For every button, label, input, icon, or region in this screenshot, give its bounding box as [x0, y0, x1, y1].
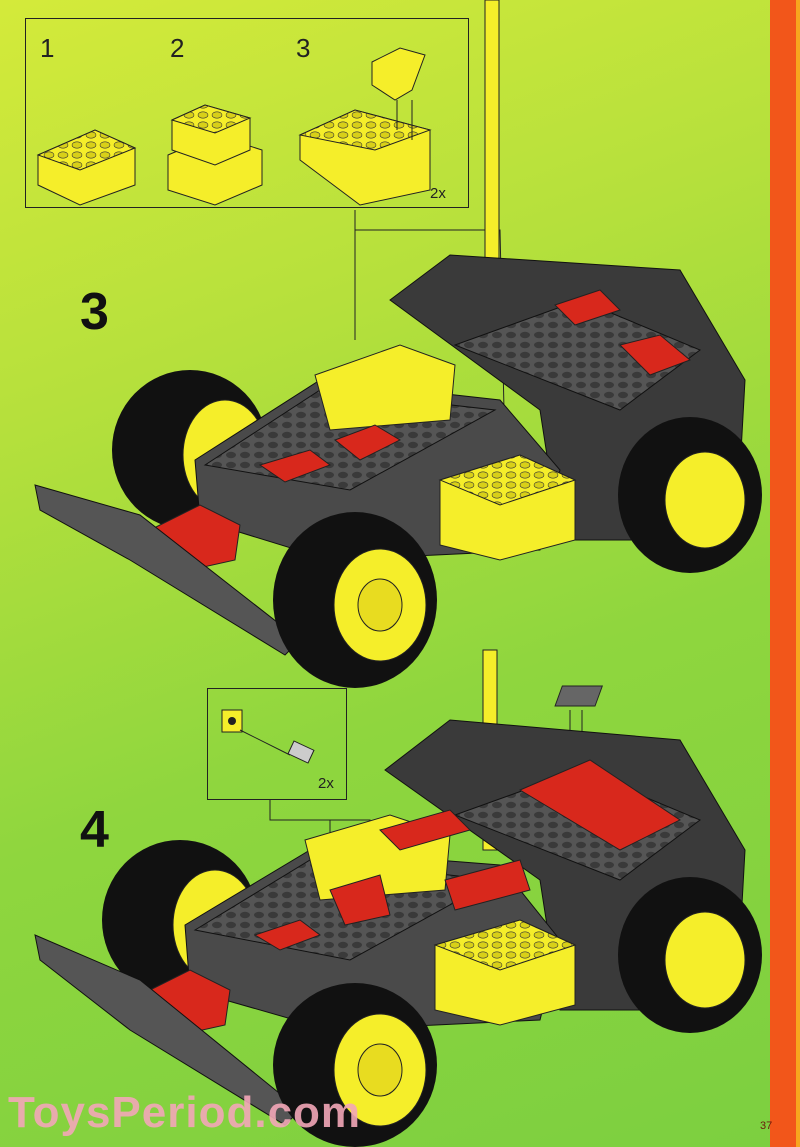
inset-2-parts — [221, 709, 315, 764]
step-4-inset — [207, 688, 347, 800]
side-color-strip — [770, 0, 800, 1147]
step-3-multiplier: 2x — [430, 185, 446, 202]
car-step-3 — [34, 0, 762, 688]
inset-1-bricks — [36, 47, 432, 206]
side-strip-edge — [796, 0, 800, 1147]
car-step-4 — [34, 649, 762, 1147]
sub-step-3: 3 — [296, 33, 311, 63]
sub-step-1: 1 — [40, 33, 55, 63]
page-number: 37 — [760, 1120, 773, 1132]
gray-plate-part — [554, 685, 603, 707]
watermark: ToysPeriod.com — [8, 1088, 362, 1137]
step-3-inset — [25, 18, 469, 208]
step-number-4: 4 — [80, 801, 109, 859]
sub-step-2: 2 — [170, 33, 185, 63]
step-number-3: 3 — [80, 283, 109, 341]
step-4-multiplier: 2x — [318, 775, 334, 792]
